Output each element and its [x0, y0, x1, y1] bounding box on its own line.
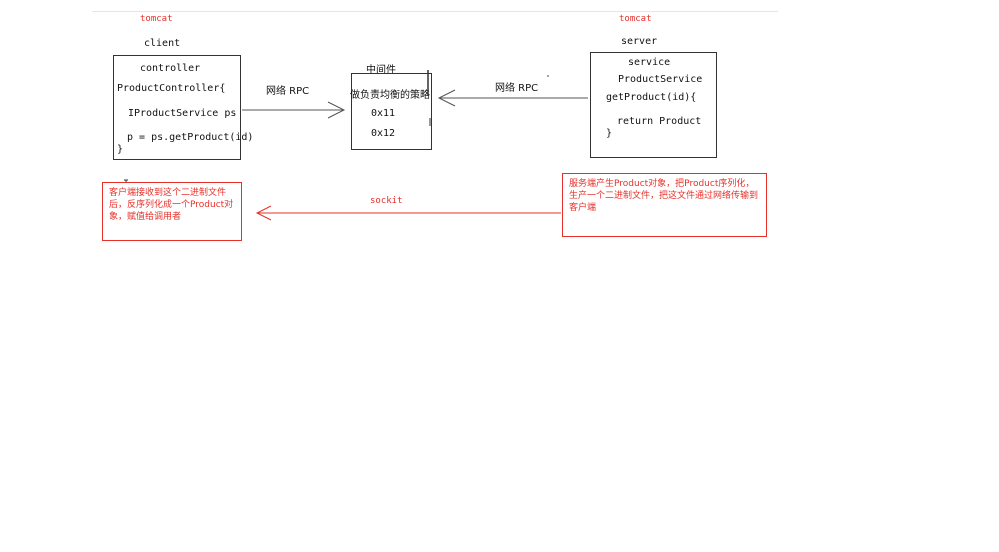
client-line-3: IProductService ps [128, 108, 237, 119]
left-rpc-label: 网络 RPC [266, 86, 310, 97]
middleware-box [351, 73, 432, 150]
server-note: 服务端产生Product对象，把Product序列化，生产一个二进制文件，把这文… [562, 173, 767, 237]
server-line-2: ProductService [618, 74, 703, 85]
top-divider [92, 11, 778, 12]
client-note: 客户端接收到这个二进制文件后，反序列化成一个Product对象，赋值给调用者 [102, 182, 242, 241]
left-rpc-arrow [242, 101, 346, 119]
server-line-4: return Product [617, 116, 702, 127]
client-line-5: } [117, 144, 124, 155]
client-tomcat-label: tomcat [140, 14, 173, 24]
client-line-4: p = ps.getProduct(id) [127, 132, 254, 143]
socket-label: sockit [370, 196, 403, 206]
client-line-1: controller [140, 63, 201, 74]
right-rpc-label: 网络 RPC [495, 83, 539, 94]
client-title: client [144, 38, 181, 49]
middleware-line-1: 做负责均衡的策略 [350, 90, 430, 101]
server-line-3: getProduct(id){ [606, 92, 697, 103]
client-line-2: ProductController{ [117, 83, 226, 94]
server-line-5: } [606, 128, 613, 139]
server-box [590, 52, 717, 158]
server-line-1: service [628, 57, 671, 68]
client-box [113, 55, 241, 160]
dot-mark [547, 75, 549, 77]
socket-arrow [255, 205, 561, 221]
server-tomcat-label: tomcat [619, 14, 652, 24]
middleware-line-3: 0x12 [371, 128, 396, 139]
middleware-title: 中间件 [366, 65, 396, 76]
server-title: server [621, 36, 658, 47]
middleware-line-2: 0x11 [371, 108, 396, 119]
right-rpc-arrow [437, 89, 588, 107]
